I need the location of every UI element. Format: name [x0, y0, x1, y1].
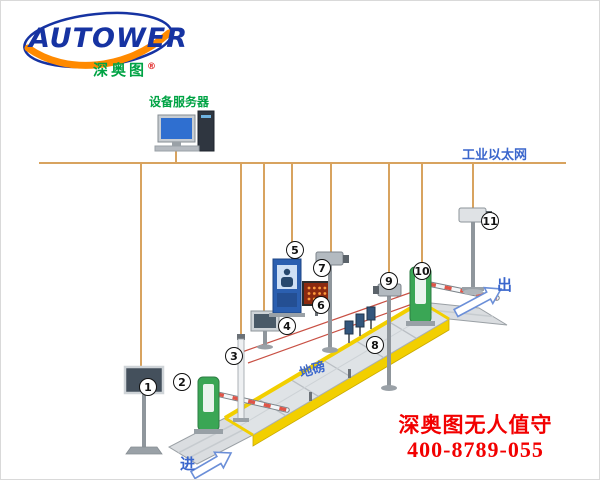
- exit-arrow: [453, 286, 503, 318]
- server-icon: [154, 110, 215, 152]
- self-service-kiosk: [269, 258, 305, 317]
- equipment-marker-1: 1: [139, 378, 157, 396]
- registered-mark: ®: [147, 62, 157, 72]
- flow-arrows: [189, 286, 503, 479]
- equipment-marker-3: 3: [225, 347, 243, 365]
- equipment-marker-5: 5: [286, 241, 304, 259]
- equipment-marker-7: 7: [313, 259, 331, 277]
- equipment-marker-9: 9: [380, 272, 398, 290]
- equipment-marker-11: 11: [481, 212, 499, 230]
- weighbridge: [167, 300, 508, 465]
- entry-barrier-gate: [194, 376, 290, 434]
- logo-swoosh: [24, 29, 173, 69]
- footer-slogan: 深奥图无人值守: [398, 413, 553, 437]
- logo-brand-text: AUTOWER: [29, 23, 188, 54]
- logo-sub-text: 深奥图: [93, 61, 148, 79]
- exit-label: 出: [497, 276, 513, 294]
- equipment-marker-4: 4: [278, 317, 296, 335]
- logo-chinese-name: 深奥图®: [93, 59, 156, 80]
- footer-phone: 400-8789-055: [407, 437, 544, 462]
- ethernet-network-lines: [39, 149, 566, 369]
- entry-arrow: [189, 451, 233, 479]
- logo-graphic: [23, 11, 173, 69]
- equipment-marker-10: 10: [413, 262, 431, 280]
- equipment-marker-2: 2: [173, 373, 191, 391]
- industrial-ethernet-label: 工业以太网: [462, 148, 528, 163]
- infrared-post: [233, 334, 249, 422]
- equipment-marker-6: 6: [312, 296, 330, 314]
- equipment-marker-8: 8: [366, 336, 384, 354]
- entry-label: 进: [180, 455, 196, 473]
- deck-sensors: [344, 306, 376, 343]
- server-label: 设备服务器: [149, 95, 210, 109]
